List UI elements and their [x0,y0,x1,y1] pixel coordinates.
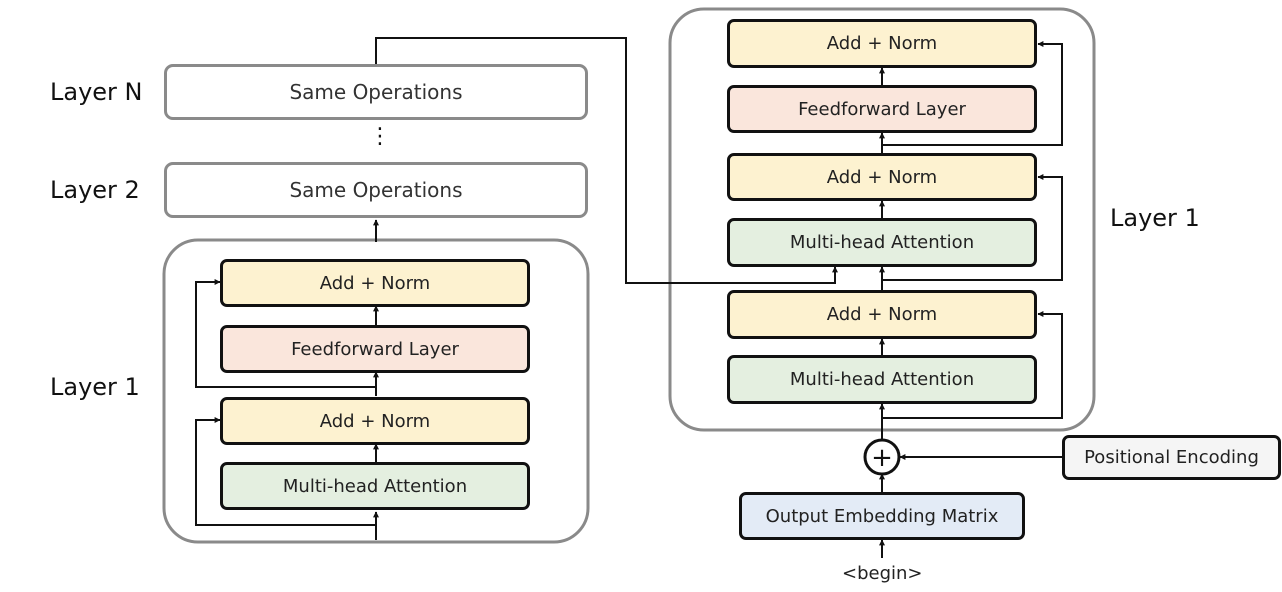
decoder-self-attention: Multi-head Attention [727,355,1037,404]
ellipsis: ⋮ [369,124,391,149]
encoder-layer-1-label: Layer 1 [50,373,140,401]
plus-symbol: + [871,443,893,473]
decoder-add-norm-3: Add + Norm [727,19,1037,68]
encoder-add-norm-bottom: Add + Norm [220,397,530,445]
layer-n-label: Layer N [50,78,143,106]
enc-residual-1 [195,417,376,526]
enc-to-dec-connection [375,37,838,284]
begin-token: <begin> [842,563,923,584]
decoder-layer-1-label: Layer 1 [1110,204,1200,232]
encoder-add-norm-top: Add + Norm [220,259,530,307]
decoder-add-norm-1: Add + Norm [727,290,1037,339]
output-embedding-matrix: Output Embedding Matrix [739,492,1025,540]
layer-2-box: Same Operations [164,162,588,218]
decoder-feedforward-layer: Feedforward Layer [727,85,1037,133]
dec-residual-3 [882,41,1063,146]
decoder-add-norm-2: Add + Norm [727,153,1037,201]
encoder-multi-head-attention: Multi-head Attention [220,462,530,510]
dec-residual-1 [882,311,1063,419]
encoder-feedforward-layer: Feedforward Layer [220,325,530,373]
layer-2-label: Layer 2 [50,176,140,204]
plus-circle [863,438,901,476]
positional-encoding-box: Positional Encoding [1062,435,1281,480]
dec-residual-2 [882,174,1063,281]
decoder-cross-attention: Multi-head Attention [727,218,1037,267]
enc-residual-2 [195,279,376,388]
layer-n-box: Same Operations [164,64,588,120]
